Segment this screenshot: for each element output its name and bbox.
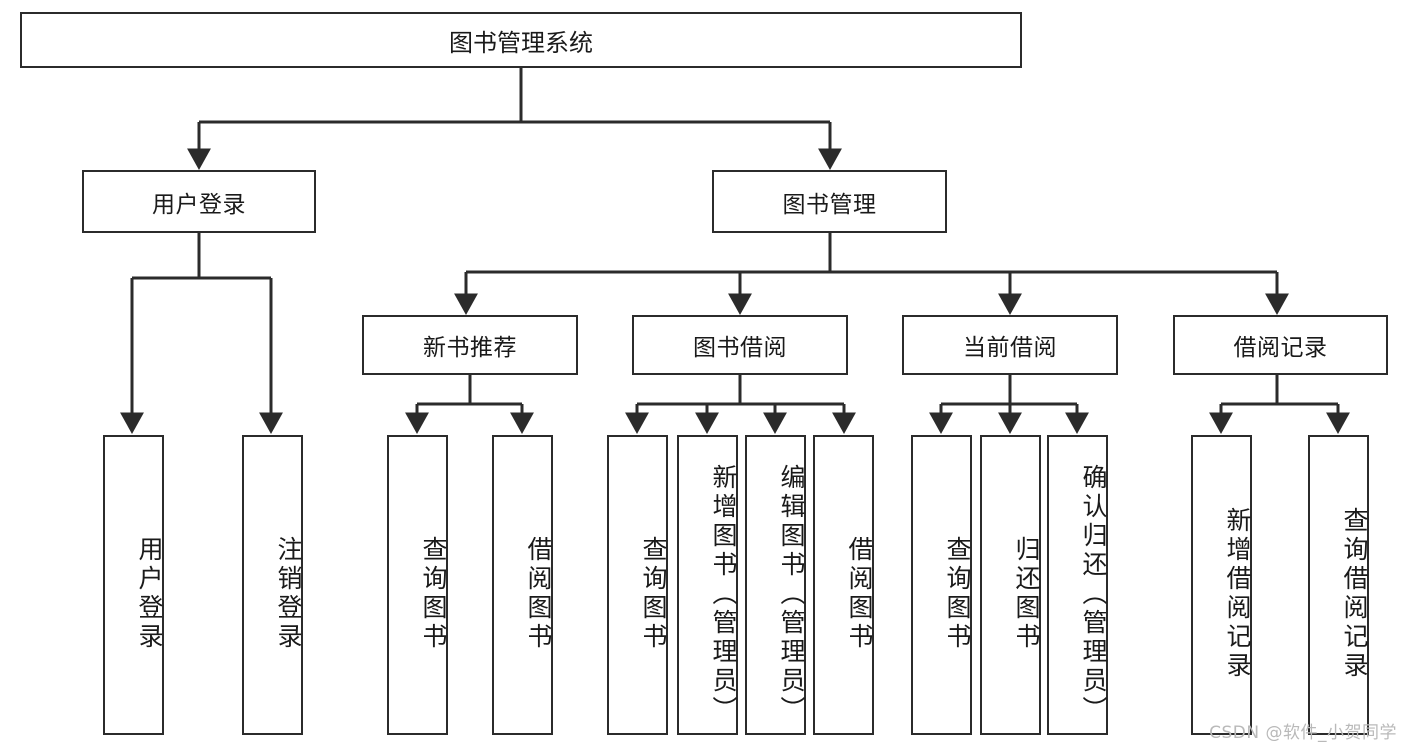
leaf-label: 查询借阅记录: [1340, 507, 1369, 681]
leaf-query-book-1[interactable]: 查询图书: [387, 435, 448, 735]
leaf-label: 注销登录: [274, 536, 303, 652]
leaf-label: 编辑图书（管理员）: [777, 463, 806, 725]
leaf-label: 确认归还（管理员）: [1079, 463, 1108, 725]
node-root[interactable]: 图书管理系统: [20, 12, 1022, 68]
leaf-label: 查询图书: [419, 536, 448, 652]
leaf-label: 借阅图书: [845, 536, 874, 652]
csdn-watermark: CSDN @软件_小贺同学: [1209, 723, 1397, 743]
leaf-label: 用户登录: [135, 536, 164, 652]
leaf-label: 借阅图书: [524, 536, 553, 652]
leaf-label: 归还图书: [1012, 536, 1041, 652]
leaf-query-book-3[interactable]: 查询图书: [911, 435, 972, 735]
leaf-edit-book[interactable]: 编辑图书（管理员）: [745, 435, 806, 735]
leaf-add-record[interactable]: 新增借阅记录: [1191, 435, 1252, 735]
node-book-manage[interactable]: 图书管理: [712, 170, 947, 233]
leaf-user-login[interactable]: 用户登录: [103, 435, 164, 735]
leaf-label: 查询图书: [639, 536, 668, 652]
node-borrow-record[interactable]: 借阅记录: [1173, 315, 1388, 375]
leaf-query-book-2[interactable]: 查询图书: [607, 435, 668, 735]
node-new-book-recommend[interactable]: 新书推荐: [362, 315, 578, 375]
leaf-query-record[interactable]: 查询借阅记录: [1308, 435, 1369, 735]
leaf-confirm-return[interactable]: 确认归还（管理员）: [1047, 435, 1108, 735]
leaf-label: 新增图书（管理员）: [709, 463, 738, 725]
leaf-return-book[interactable]: 归还图书: [980, 435, 1041, 735]
leaf-label: 新增借阅记录: [1223, 507, 1252, 681]
leaf-borrow-book-1[interactable]: 借阅图书: [492, 435, 553, 735]
node-book-borrow[interactable]: 图书借阅: [632, 315, 848, 375]
node-current-borrow[interactable]: 当前借阅: [902, 315, 1118, 375]
leaf-label: 查询图书: [943, 536, 972, 652]
leaf-add-book[interactable]: 新增图书（管理员）: [677, 435, 738, 735]
leaf-borrow-book-2[interactable]: 借阅图书: [813, 435, 874, 735]
node-user-login[interactable]: 用户登录: [82, 170, 316, 233]
leaf-logout[interactable]: 注销登录: [242, 435, 303, 735]
